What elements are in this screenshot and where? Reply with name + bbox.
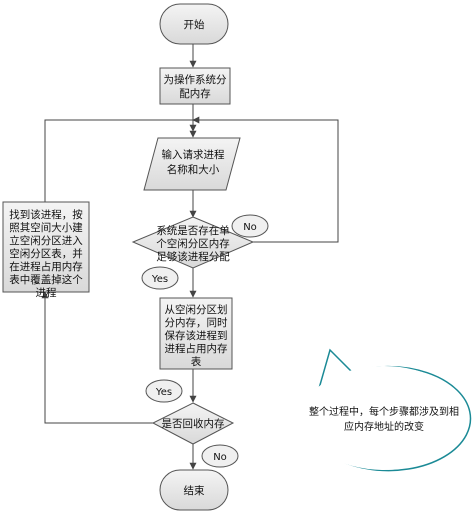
find-process-line-7: 进程 [36,287,57,299]
find-process-line-2: 照其空间大小建 [9,221,83,234]
carve-memory-line-3: 保存该进程到 [165,329,228,342]
end-node: 结束 [159,469,229,511]
no-label-space: No [231,214,269,238]
allocate-os-node: 为操作系统分 配内存 [159,67,231,105]
check-space-line-1: 系统是否存在单 [156,224,230,237]
find-process-line-1: 找到该进程，按 [9,208,83,221]
carve-memory-line-2: 分内存，同时 [165,316,228,329]
start-label: 开始 [184,18,205,31]
yes-label-reclaim: Yes [145,379,183,403]
check-space-decision: 系统是否存在单 个空闲分区内存 足够该进程分配 [131,216,255,269]
allocate-os-line-2: 配内存 [179,87,211,100]
no-label-space-text: No [243,222,257,233]
yes-label-reclaim-text: Yes [155,387,172,398]
allocate-os-line-1: 为操作系统分 [164,73,227,86]
no-label-reclaim-text: No [213,452,227,463]
input-process-node: 输入请求进程 名称和大小 [143,137,241,191]
input-process-line-2: 名称和大小 [167,163,220,176]
find-process-line-5: 在进程占用内存 [9,260,83,273]
check-reclaim-label: 是否回收内存 [162,417,225,430]
end-label: 结束 [184,484,205,497]
check-reclaim-decision: 是否回收内存 [151,402,235,445]
start-node: 开始 [159,3,229,45]
carve-memory-node: 从空闲分区划 分内存，同时 保存该进程到 进程占用内存 表 [159,297,233,370]
yes-label-space-text: Yes [151,274,168,285]
yes-label-space: Yes [141,266,179,290]
callout-line-1: 整个过程中，每个步骤都涉及到相 [309,405,459,418]
carve-memory-line-4: 进程占用内存 [165,342,228,355]
arrow-yes-to-find [41,291,153,424]
input-process-line-1: 输入请求进程 [162,148,225,161]
connectors [41,44,339,470]
check-space-line-2: 个空闲分区内存 [156,237,230,250]
find-process-line-3: 立空闲分区进入 [9,234,83,247]
callout-bubble: 整个过程中，每个步骤都涉及到相 应内存地址的改变 [302,348,472,472]
arrow-no-loop-back [192,116,339,243]
arrow-find-to-loop [44,119,193,202]
carve-memory-line-1: 从空闲分区划 [165,303,228,316]
find-process-node: 找到该进程，按 照其空间大小建 立空闲分区进入 空闲分区表，并 在进程占用内存 … [2,201,90,299]
find-process-line-6: 表中覆盖掉这个 [9,273,83,286]
check-space-line-3: 足够该进程分配 [156,250,230,263]
find-process-line-4: 空闲分区表，并 [9,247,83,260]
carve-memory-line-5: 表 [191,355,202,368]
callout-line-2: 应内存地址的改变 [344,420,424,433]
no-label-reclaim: No [201,444,239,468]
